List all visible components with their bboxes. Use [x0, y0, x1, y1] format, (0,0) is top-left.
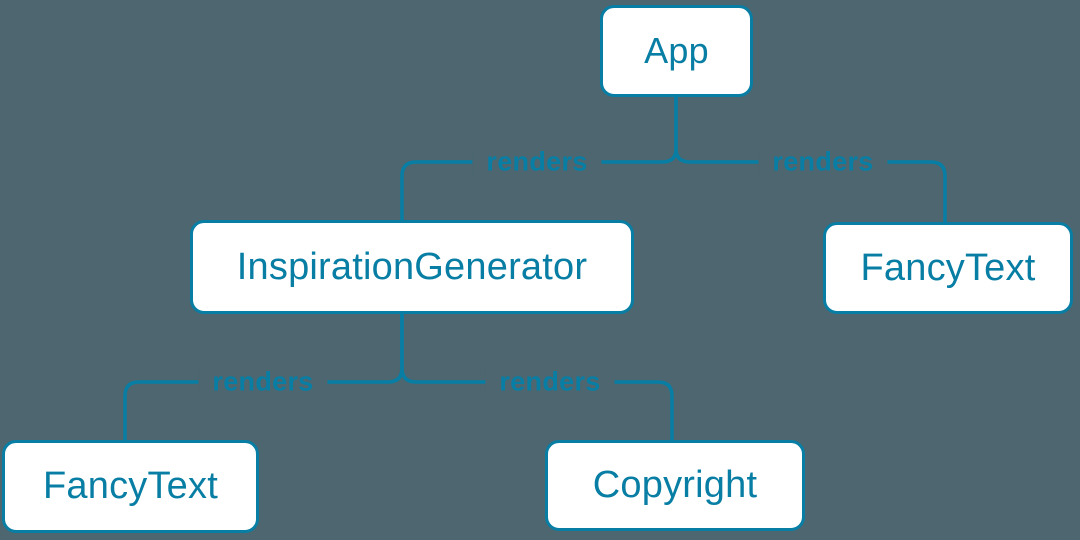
node-inspirationgenerator-label: InspirationGenerator	[236, 245, 588, 288]
edge-label-renders-app-fancytext: renders	[758, 146, 888, 178]
node-inspirationgenerator: InspirationGenerator	[190, 220, 634, 314]
node-fancytext-bottom-left-label: FancyText	[43, 465, 218, 507]
node-copyright-label: Copyright	[592, 464, 758, 506]
node-app-label: App	[644, 30, 709, 71]
node-fancytext-bottom-left: FancyText	[2, 440, 259, 533]
edge-label-renders-inspirationgenerator-copyright: renders	[485, 366, 615, 398]
node-fancytext-top-right-label: FancyText	[860, 246, 1036, 289]
node-fancytext-top-right: FancyText	[823, 222, 1073, 314]
node-copyright: Copyright	[545, 440, 805, 531]
edge-label-renders-app-inspirationgenerator: renders	[472, 146, 602, 178]
edge-label-renders-inspirationgenerator-fancytext: renders	[198, 366, 328, 398]
node-app: App	[600, 5, 753, 97]
